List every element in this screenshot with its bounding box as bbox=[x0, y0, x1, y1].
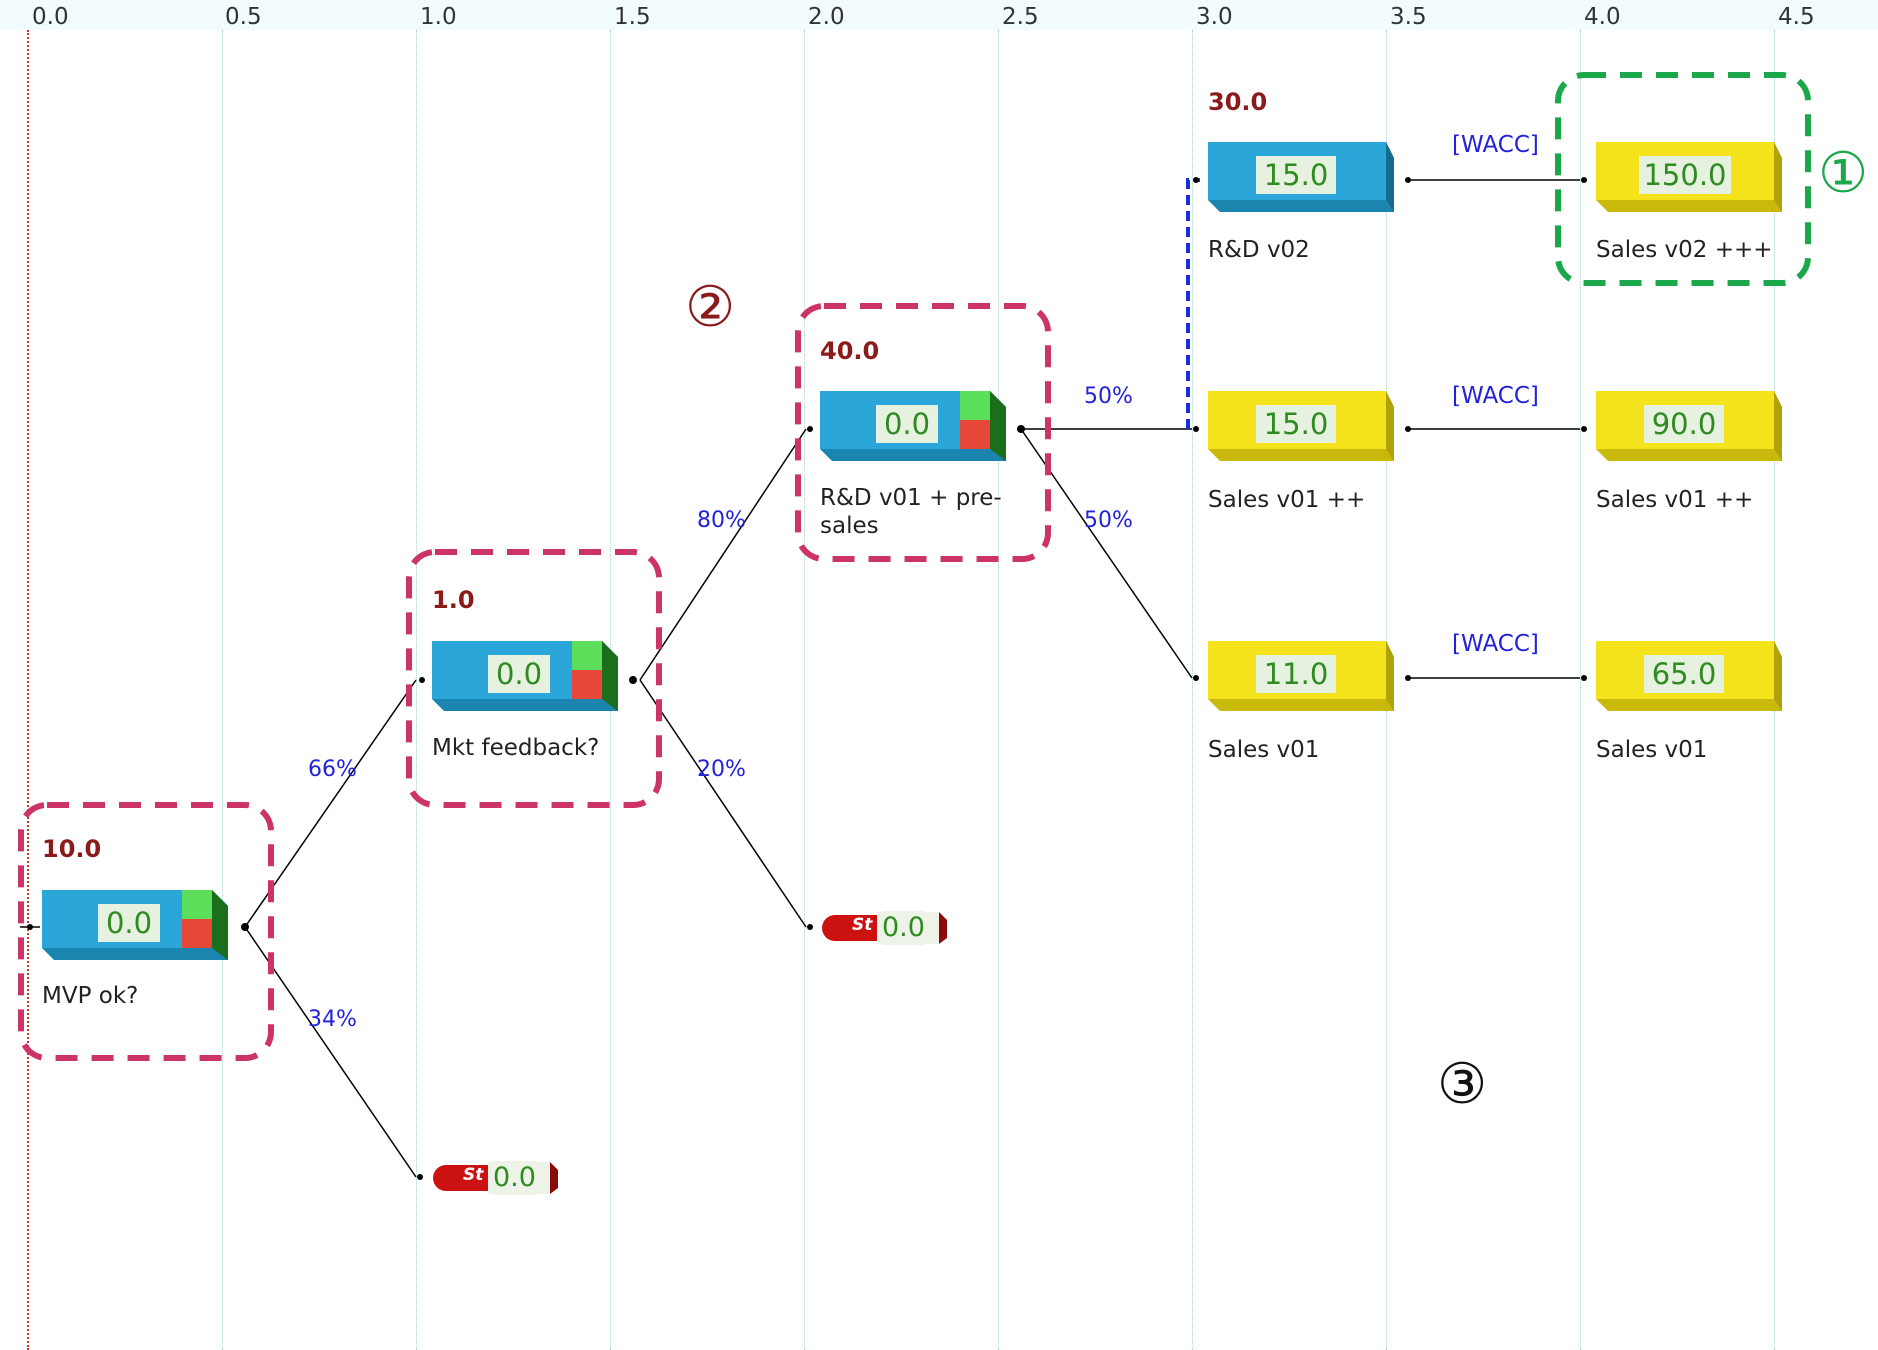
rd-node-v02[interactable]: 15.0 bbox=[1208, 138, 1394, 216]
marker-two: ② bbox=[685, 275, 736, 340]
grid-line bbox=[1580, 30, 1581, 1350]
connector-dot bbox=[1405, 426, 1411, 432]
node-label: Mkt feedback? bbox=[432, 735, 600, 761]
wacc-label: [WACC] bbox=[1452, 631, 1539, 657]
connector-dot bbox=[1581, 675, 1587, 681]
node-cost: 40.0 bbox=[820, 337, 880, 365]
connector-dot bbox=[1017, 425, 1025, 433]
marker-one: ① bbox=[1818, 141, 1869, 206]
origin-line bbox=[27, 30, 29, 1350]
probability-label: 20% bbox=[697, 757, 746, 782]
wacc-label: [WACC] bbox=[1452, 383, 1539, 409]
node-value: 65.0 bbox=[1644, 655, 1724, 693]
stop-node-text: St bbox=[463, 1165, 484, 1185]
time-ruler: 0.0 0.5 1.0 1.5 2.0 2.5 3.0 3.5 4.0 4.5 bbox=[0, 0, 1878, 30]
highlight-box-mvp bbox=[18, 802, 274, 1061]
grid-line bbox=[416, 30, 417, 1350]
node-value: 0.0 bbox=[493, 1161, 536, 1195]
connector-dot bbox=[807, 426, 813, 432]
probability-label: 50% bbox=[1084, 384, 1133, 409]
node-value: 150.0 bbox=[1639, 156, 1731, 194]
connector-dot bbox=[419, 677, 425, 683]
decision-node-mvp[interactable]: 0.0 bbox=[42, 886, 228, 964]
ruler-tick: 4.0 bbox=[1584, 4, 1621, 30]
ruler-tick: 0.0 bbox=[32, 4, 69, 30]
node-cost: 1.0 bbox=[432, 586, 475, 614]
node-value: 0.0 bbox=[98, 904, 160, 942]
connector-dot bbox=[629, 676, 637, 684]
node-label: Sales v02 +++ bbox=[1596, 237, 1773, 263]
probability-label: 80% bbox=[697, 508, 746, 533]
node-cost: 30.0 bbox=[1208, 88, 1268, 116]
connector-dot bbox=[1193, 177, 1199, 183]
probability-label: 34% bbox=[308, 1007, 357, 1032]
sales-node-v01-b[interactable]: 65.0 bbox=[1596, 637, 1782, 715]
ruler-tick: 2.0 bbox=[808, 4, 845, 30]
connector-dot bbox=[417, 1174, 423, 1180]
stop-node-b[interactable]: St 0.0 bbox=[433, 1160, 558, 1196]
node-cost: 10.0 bbox=[42, 835, 102, 863]
connector-dot bbox=[1193, 675, 1199, 681]
ruler-tick: 3.0 bbox=[1196, 4, 1233, 30]
node-label: sales bbox=[820, 513, 879, 539]
node-label: Sales v01 bbox=[1208, 737, 1320, 763]
probability-label: 50% bbox=[1084, 508, 1133, 533]
ruler-tick: 3.5 bbox=[1390, 4, 1427, 30]
ruler-tick: 4.5 bbox=[1778, 4, 1815, 30]
link-connector bbox=[1186, 178, 1200, 429]
node-label: R&D v01 + pre- bbox=[820, 485, 1002, 511]
node-label: R&D v02 bbox=[1208, 237, 1310, 263]
connector-dot bbox=[1405, 675, 1411, 681]
highlight-box-rd bbox=[795, 303, 1051, 562]
connector bbox=[639, 428, 807, 681]
ruler-tick: 1.0 bbox=[420, 4, 457, 30]
grid-line bbox=[804, 30, 805, 1350]
ruler-tick: 2.5 bbox=[1002, 4, 1039, 30]
node-value: 11.0 bbox=[1256, 655, 1336, 693]
decision-node-rd-v01[interactable]: 0.0 bbox=[820, 387, 1006, 465]
grid-line bbox=[998, 30, 999, 1350]
decision-node-mkt[interactable]: 0.0 bbox=[432, 637, 618, 715]
highlight-box-mkt bbox=[406, 549, 662, 808]
node-label: Sales v01 ++ bbox=[1596, 487, 1754, 513]
grid-line bbox=[222, 30, 223, 1350]
sales-node-v01-plus-b[interactable]: 90.0 bbox=[1596, 387, 1782, 465]
node-label: Sales v01 bbox=[1596, 737, 1708, 763]
stop-node-text: St bbox=[852, 915, 873, 935]
sales-node-v01-a[interactable]: 11.0 bbox=[1208, 637, 1394, 715]
connector bbox=[639, 679, 807, 928]
connector-dot bbox=[27, 924, 33, 930]
connector-dot bbox=[807, 924, 813, 930]
wacc-label: [WACC] bbox=[1452, 132, 1539, 158]
node-value: 0.0 bbox=[882, 911, 925, 945]
node-value: 0.0 bbox=[876, 405, 938, 443]
connector-dot bbox=[241, 923, 249, 931]
connector-dot bbox=[1405, 177, 1411, 183]
grid-line bbox=[1192, 30, 1193, 1350]
ruler-tick: 0.5 bbox=[225, 4, 262, 30]
stop-node-a[interactable]: St 0.0 bbox=[822, 910, 947, 946]
connector-dot bbox=[1193, 426, 1199, 432]
node-label: MVP ok? bbox=[42, 983, 139, 1009]
sales-node-v01-plus-a[interactable]: 15.0 bbox=[1208, 387, 1394, 465]
node-label: Sales v01 ++ bbox=[1208, 487, 1366, 513]
connector-dot bbox=[1581, 177, 1587, 183]
sales-node-v02[interactable]: 150.0 bbox=[1596, 138, 1782, 216]
node-value: 0.0 bbox=[488, 655, 550, 693]
marker-three: ③ bbox=[1437, 1052, 1488, 1117]
node-value: 90.0 bbox=[1644, 405, 1724, 443]
node-value: 15.0 bbox=[1256, 405, 1336, 443]
connector-dot bbox=[1581, 426, 1587, 432]
probability-label: 66% bbox=[308, 757, 357, 782]
ruler-tick: 1.5 bbox=[614, 4, 651, 30]
node-value: 15.0 bbox=[1256, 156, 1336, 194]
